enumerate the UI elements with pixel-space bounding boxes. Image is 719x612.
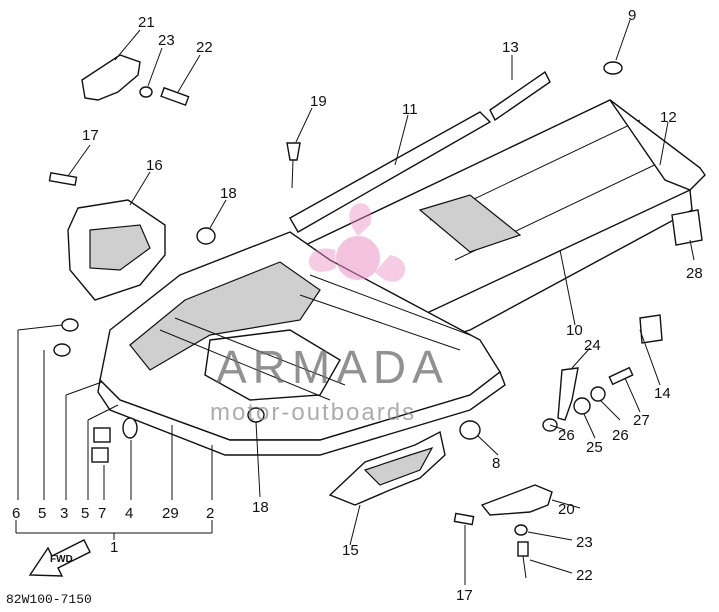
part-15-guard (328, 430, 446, 506)
callout-number: 6 (12, 505, 20, 522)
callout-number: 8 (492, 455, 500, 472)
main-frame (97, 99, 706, 456)
part-9-cap (603, 61, 623, 75)
callout-number: 18 (220, 185, 237, 202)
parts-23-22-lower (514, 524, 529, 579)
part-19-rivet (286, 142, 301, 189)
callout-number: 12 (660, 109, 677, 126)
part-16-cover (67, 199, 166, 301)
callout-number: 27 (633, 412, 650, 429)
left-small-parts (53, 318, 138, 463)
callout-number: 23 (576, 534, 593, 551)
part-18-grommet-lower (247, 407, 265, 423)
callout-number: 2 (206, 505, 214, 522)
fwd-arrow-icon: FWD (28, 539, 91, 577)
callout-number: 18 (252, 499, 269, 516)
part-8-grommet (459, 420, 481, 440)
callout-number: 23 (158, 32, 175, 49)
callout-number: 22 (196, 39, 213, 56)
callout-number: 11 (402, 101, 418, 118)
part-20-bracket (480, 484, 553, 516)
watermark-brand: ARMADA (216, 341, 449, 393)
callout-number: 26 (558, 427, 575, 444)
callout-number: 10 (566, 322, 583, 339)
part-17-bolt-lower (453, 512, 475, 526)
fwd-label: FWD (50, 554, 73, 565)
part-18-grommet-upper (196, 227, 216, 245)
callout-number: 7 (98, 505, 106, 522)
callout-number: 16 (146, 157, 163, 174)
leader-lines (17, 19, 695, 585)
callout-number: 19 (310, 93, 327, 110)
callout-number: 13 (502, 39, 519, 56)
part-17-bolt-upper (48, 171, 78, 187)
callout-number: 1 (110, 539, 118, 556)
part-28-plate (671, 209, 703, 246)
callout-number: 4 (125, 505, 133, 522)
part-24-lever (557, 367, 579, 421)
callout-number: 29 (162, 505, 179, 522)
callout-number: 17 (82, 127, 99, 144)
parts-25-26-27 (542, 366, 634, 432)
armada-logo-icon (308, 203, 406, 282)
callout-number: 25 (586, 439, 603, 456)
callout-number: 26 (612, 427, 629, 444)
callout-number: 28 (686, 265, 703, 282)
callout-number: 21 (138, 14, 155, 31)
armada-watermark: ARMADA motor-outboards (210, 203, 449, 426)
callout-labels: 21 23 22 9 13 17 19 11 12 16 18 28 6 5 3… (12, 7, 703, 604)
watermark-tagline: motor-outboards (210, 399, 416, 426)
callout-number: 9 (628, 7, 636, 24)
part-21-bracket (81, 54, 141, 101)
callout-number: 20 (558, 501, 575, 518)
callout-number: 17 (456, 587, 473, 604)
drawing-code: 82W100-7150 (6, 592, 92, 607)
callout-number: 5 (38, 505, 46, 522)
group-1-bracket (15, 520, 213, 540)
callout-number: 14 (654, 385, 671, 402)
part-23-washer-top (139, 86, 153, 98)
part-22-bolt-top (160, 86, 190, 107)
callout-number: 5 (81, 505, 89, 522)
callout-number: 15 (342, 542, 359, 559)
callout-number: 3 (60, 505, 68, 522)
callout-number: 24 (584, 337, 601, 354)
callout-number: 22 (576, 567, 593, 584)
